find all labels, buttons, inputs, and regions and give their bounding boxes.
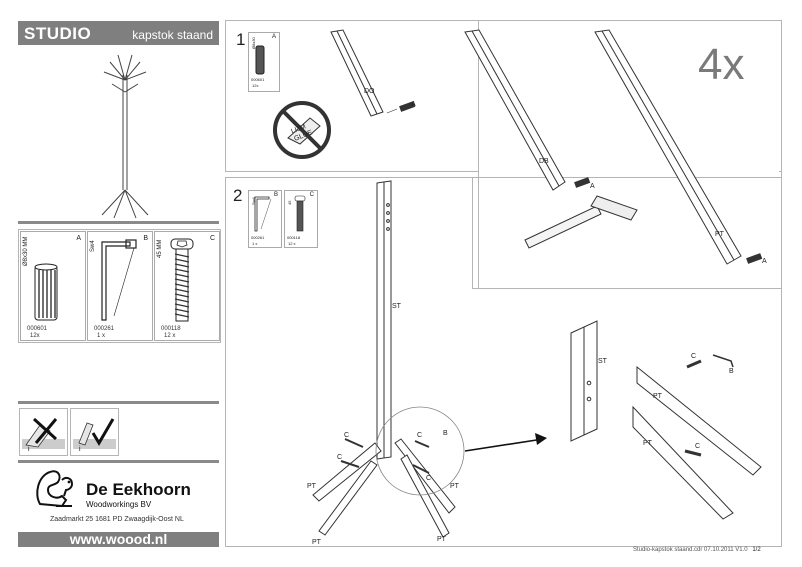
label-st: ST [392,303,402,310]
no-glue-icon [273,101,331,159]
part-letter: B [273,192,278,198]
panel-gap [479,171,779,177]
label-db: DB [539,158,549,165]
step2-panel [225,177,782,547]
separator [18,460,219,463]
part-qty: 12x [252,83,259,88]
screwdriver-check-icon: i [73,418,116,453]
part-b: B Sw4 000261 1 x [87,231,153,341]
step1-number: 1 [236,30,246,49]
label-c: C [426,475,431,482]
coat-stand-illustration [101,54,149,219]
squirrel-logo-icon [36,470,74,508]
label-b: B [729,368,734,375]
part-letter: B [143,235,148,242]
part-a: A Ø8x30 MM 000601 12x [20,231,86,341]
part-letter: A [271,34,276,40]
file-name: Studio-kapstok staand.cdr 07.10.2011 V1.… [633,547,748,553]
part-dimension: Ø8x30 MM [23,236,29,266]
dowel-icon [255,45,265,75]
label-a: A [411,101,416,108]
part-qty: 1 x [252,241,258,246]
multiplier-label: 4x [698,40,745,89]
label-pt: PT [450,483,460,490]
model-title: kapstok staand [132,28,213,42]
label-a: A [590,183,595,190]
step2-drawing: ST PT PT PT PT C C C C B ST PT PT C C B [307,180,762,545]
dowel-icon [34,263,58,321]
bolt-icon [294,195,306,232]
step2-part-b-card: B Sw4 000261 1 x [248,190,282,248]
label-pt: PT [715,231,725,238]
page-number: 1/2 [752,547,761,553]
power-drill-crossed-icon: i [22,417,65,453]
label-st: ST [598,358,608,365]
part-qty: 12 x [164,333,176,339]
label-pt: PT [653,393,663,400]
parts-panel: A Ø8x30 MM 000601 12x B Sw4 000261 1 x [18,229,221,343]
svg-text:i: i [79,446,81,453]
label-do: DO [364,88,375,95]
separator [18,401,219,404]
part-qty: 12 x [288,241,296,246]
label-pt: PT [437,536,447,543]
part-qty: 1 x [97,333,106,339]
svg-text:i: i [28,446,30,453]
part-code: 000601 [251,77,265,82]
allen-key-icon [101,239,137,321]
label-pt: PT [312,539,322,545]
website-link[interactable]: www.woood.nl [18,532,219,547]
company-address: Zaadmarkt 25 1681 PD Zwaagdijk-Oost NL [50,516,184,523]
company-name: De Eekhoorn [86,480,191,499]
label-c: C [691,353,696,360]
correct-tool-box: i [70,408,119,456]
label-b: B [443,430,448,437]
part-letter: C [209,235,215,242]
file-info: Studio-kapstok staand.cdr 07.10.2011 V1.… [633,547,761,553]
part-code: 000261 [94,326,115,332]
label-c: C [695,443,700,450]
wrong-tool-box: i [19,408,68,456]
panel-edge [472,177,480,178]
part-letter: A [76,235,81,242]
panel-edge [472,288,780,289]
step1-part-card: A Ø8x30 000601 12x [248,32,280,92]
part-qty: 12x [30,333,40,339]
part-c: C 45 MM 000118 12 x [154,231,220,341]
panel-edge [472,177,473,289]
step1-drawing: DO A DB A PT A [330,29,767,265]
label-c: C [417,432,422,439]
part-code: 000118 [287,235,301,240]
bolt-icon [170,238,194,322]
label-a: A [762,258,767,265]
label-c: C [337,454,342,461]
separator [18,221,219,224]
part-dimension: 45 MM [157,239,163,258]
part-letter: C [309,192,314,198]
label-pt: PT [307,483,317,490]
part-code: 000601 [27,326,48,332]
company-tagline: Woodworkings BV [86,500,152,509]
label-c: C [344,432,349,439]
step2-part-c-card: C 45 000118 12 x [284,190,318,248]
step2-number: 2 [233,186,243,205]
label-pt: PT [643,440,653,447]
brand-title: STUDIO [24,24,92,43]
part-code: 000261 [251,235,265,240]
allen-key-icon [254,196,272,232]
header-bar: STUDIO kapstok staand [18,21,219,45]
part-code: 000118 [161,326,181,332]
